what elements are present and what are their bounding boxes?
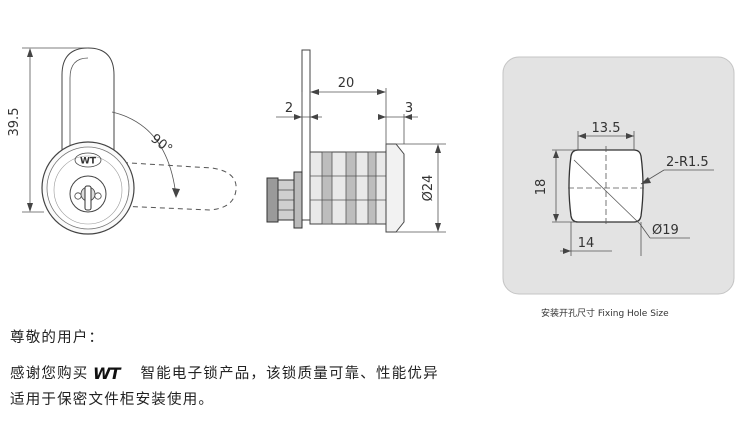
angle-arrow	[172, 188, 180, 198]
fixing-hole-panel: 13.5 18 2-R1.5 14 Ø19	[502, 56, 735, 295]
intro-line-2: 适用于保密文件柜安装使用。	[10, 392, 215, 408]
svg-text:WT: WT	[93, 365, 122, 381]
lock-flange	[385, 143, 405, 233]
face-logo: WT	[80, 157, 97, 167]
offset-dimension: 3	[405, 101, 413, 116]
angle-label: 90°	[148, 131, 175, 157]
caption-en: Fixing Hole Size	[597, 309, 669, 319]
side-view: 20 2 3 Ø24	[266, 49, 446, 233]
hole-radius: 2-R1.5	[666, 155, 709, 170]
greeting: 尊敬的用户：	[10, 330, 105, 346]
caption-cn: 安装开孔尺寸	[541, 309, 596, 319]
brand-logo: WT	[93, 365, 123, 381]
intro-text-after: 智能电子锁产品，该锁质量可靠、性能优异	[140, 366, 439, 382]
diameter-dimension: Ø24	[421, 175, 436, 202]
technical-drawing: 90° WT 39.5	[7, 47, 735, 295]
flange-dimension: 2	[285, 101, 293, 116]
front-view: 90° WT 39.5	[7, 47, 237, 235]
height-dimension: 39.5	[7, 108, 22, 137]
screw-head	[266, 177, 279, 223]
intro-text-before: 感谢您购买	[10, 366, 89, 382]
fixing-hole-caption: 安装开孔尺寸 Fixing Hole Size	[541, 306, 669, 319]
hole-height: 18	[534, 179, 549, 196]
hole-diameter: Ø19	[652, 223, 679, 238]
intro-line-1: 感谢您购买 WT 智能电子锁产品，该锁质量可靠、性能优异	[10, 362, 439, 383]
cam-plate	[301, 49, 311, 221]
keyway-slot	[84, 185, 92, 211]
body-length-dimension: 20	[338, 76, 355, 91]
hole-width-bottom: 14	[578, 236, 595, 251]
hole-width-top: 13.5	[592, 121, 621, 136]
